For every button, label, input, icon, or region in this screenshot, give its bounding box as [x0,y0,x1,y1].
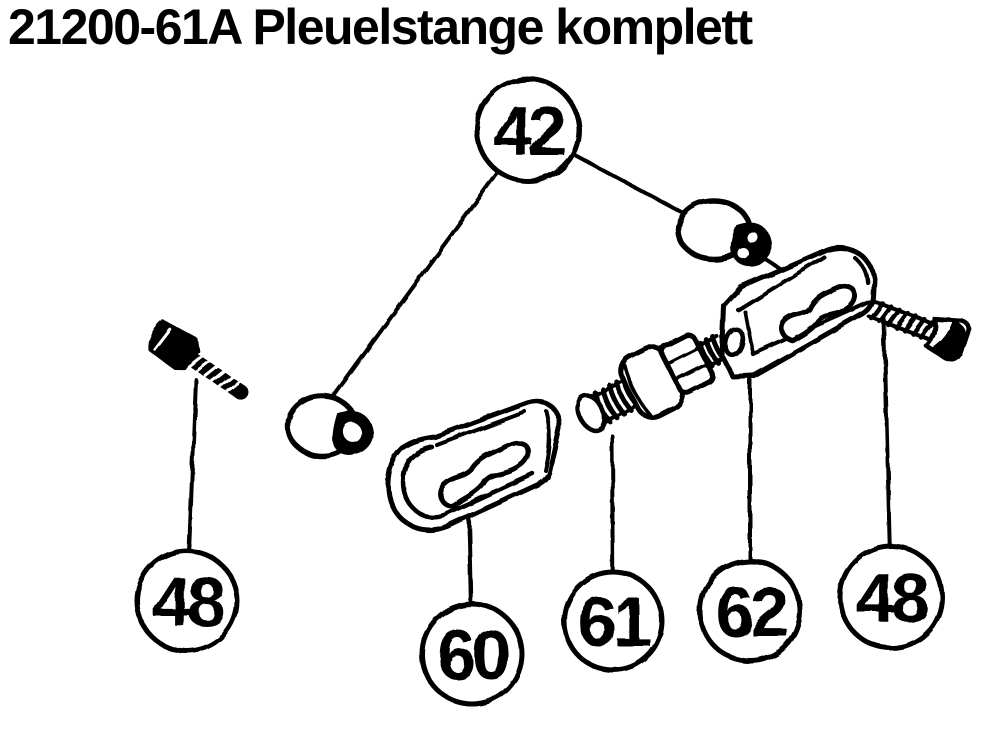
callout-60: 60 [419,601,525,707]
bolt-threads [187,355,241,393]
link-end-face-edge [743,310,755,356]
link-slot [779,283,858,343]
callout-circle [561,569,665,673]
link-inner-contour [400,444,536,520]
link-slot [437,440,531,509]
callout-circle [474,76,582,184]
callout-48-left: 48 [134,548,240,654]
bolt-threads [869,301,935,340]
ball-stub-hole [737,247,749,259]
callout-circle [419,601,525,707]
part-clamp-bolt-right [867,299,971,363]
leader-line-42-left [330,128,530,400]
page-title: 21200-61A Pleuelstange komplett [8,0,753,55]
screw-end-cap [575,393,607,433]
bolt-head-facet [152,327,172,351]
callout-circle [697,558,803,664]
ball-stub [730,222,772,267]
callout-circle [134,548,240,654]
callout-label: 42 [493,92,565,170]
callout-42: 42 [474,76,582,184]
screw-collar-edge [621,360,653,418]
callout-label: 62 [715,573,787,651]
callout-62: 62 [697,558,803,664]
ball-stub-hole [342,422,362,442]
callout-circle [837,543,945,651]
ball-stub-hole [746,231,758,243]
link-top-edge [736,255,826,312]
callout-label: 60 [437,616,509,694]
part-adjuster-screw [575,332,729,433]
lock-nut-facets [666,346,710,382]
callout-label: 61 [578,583,650,661]
callout-48-right: 48 [837,543,945,651]
part-connecting-link-rear [719,244,877,380]
link-top-edge [435,410,527,447]
link-end-curve [853,256,869,284]
callout-label: 48 [152,563,224,641]
part-clamp-bolt-left [147,319,249,400]
link-end-face-edge [543,409,552,472]
callout-label: 48 [856,559,928,637]
part-ball-pin-right [675,198,772,267]
callout-61: 61 [561,569,665,673]
link-end-hole [723,327,745,357]
part-ball-pin-left [285,393,373,459]
part-connecting-link-front [385,398,562,533]
bolt-head-shading [931,319,966,359]
